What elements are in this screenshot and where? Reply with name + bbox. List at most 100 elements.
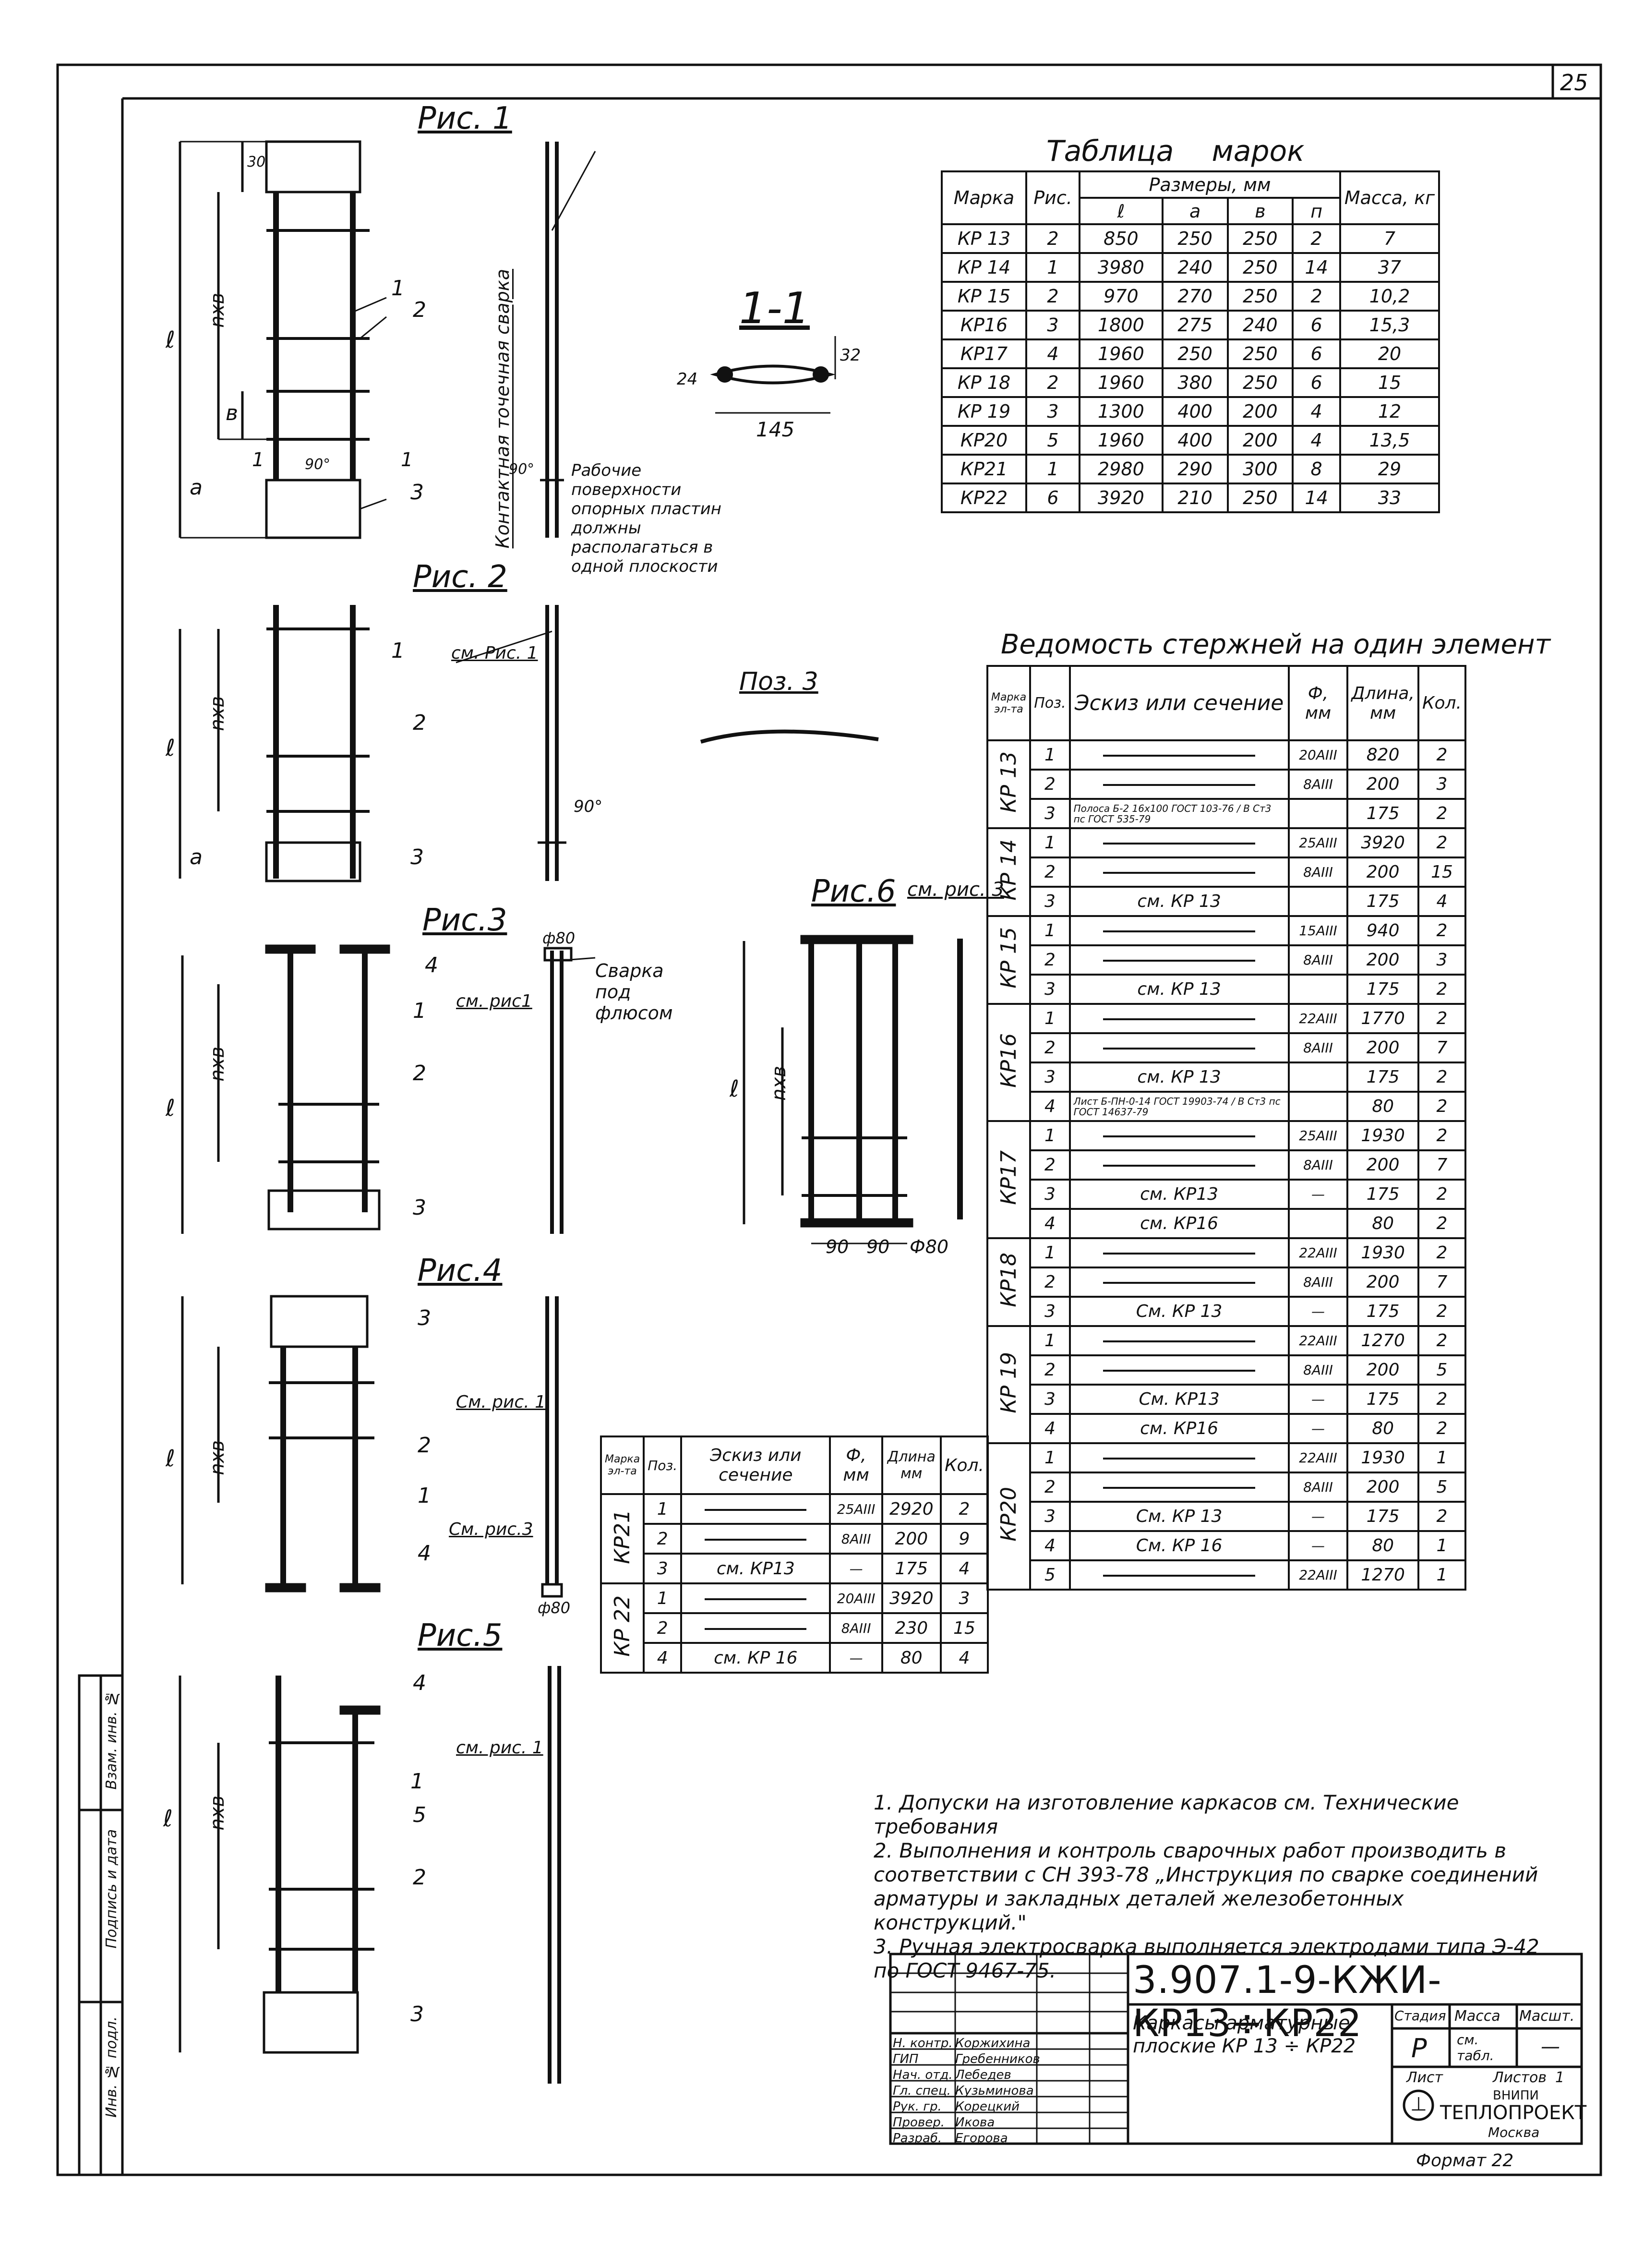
marks-cell-fig: 3 [1025, 310, 1080, 340]
dim-90a-fig6: 90 [826, 1236, 849, 1257]
marks-cell-n: 4 [1292, 425, 1341, 456]
rods-mark-label: КР 14 [996, 839, 1021, 901]
rods2-cell-pos: 2 [643, 1523, 683, 1555]
signer-role: Провер. [893, 2115, 945, 2130]
note-2: 2. Выполнения и контроль сварочных работ… [874, 1839, 1538, 1934]
rods2-col-qty: Кол. [939, 1436, 989, 1495]
rods-cell-qty: 1 [1417, 1559, 1467, 1591]
pos-5-fig5: 5 [413, 1803, 426, 1827]
fig3-frame-drawing [181, 944, 596, 1234]
rod-sketch-line [705, 1538, 807, 1541]
rods-cell-pos: 4 [1029, 1091, 1071, 1122]
mass-label: Масса [1454, 2008, 1500, 2025]
rods-cell-qty: 5 [1417, 1472, 1467, 1503]
rods-cell-sketch [1068, 1003, 1290, 1034]
rods-cell-qty: 2 [1417, 827, 1467, 858]
section-mark-1b: 1 [401, 449, 413, 471]
pos-1-fig2: 1 [391, 639, 405, 663]
marks-cell-mass: 13,5 [1339, 425, 1440, 456]
dim-l-fig1: ℓ [166, 326, 175, 353]
rods-cell-pos: 3 [1029, 798, 1071, 829]
fig2-label: Рис. 2 [413, 559, 507, 595]
rods-cell-qty: 2 [1417, 1296, 1467, 1327]
pos-3-fig1: 3 [410, 480, 424, 505]
rods-cell-sketch [1068, 1354, 1290, 1386]
rods-cell-qty: 4 [1417, 886, 1467, 917]
rods-cell-qty: 2 [1417, 739, 1467, 771]
rods-cell-mark: КР 19 [986, 1325, 1032, 1444]
rods2-cell-len: 200 [881, 1523, 942, 1555]
rods2-cell-sketch: см. КР 16 [680, 1642, 831, 1674]
marks-cell-l: 1960 [1079, 367, 1164, 398]
rods-cell-phi: 8AIII [1287, 1354, 1349, 1386]
rod-sketch-line [1103, 1018, 1255, 1020]
rods2-cell-mark: КР21 [600, 1493, 645, 1584]
signer-role: Гл. спец. [893, 2084, 951, 2098]
signer-role: ГИП [893, 2052, 919, 2066]
signer-name: Егорова [955, 2131, 1008, 2146]
rods-cell-len: 175 [1346, 1062, 1419, 1093]
rods2-col-phi: Ф, мм [829, 1436, 883, 1495]
rod-sketch-line [1103, 1458, 1255, 1460]
dim-l-fig2: ℓ [166, 735, 175, 761]
rods2-cell-pos: 2 [643, 1612, 683, 1644]
rods-cell-qty: 2 [1417, 1003, 1467, 1034]
marks-col-b: в [1226, 197, 1294, 225]
rods-cell-sketch: См. КР 13 [1068, 1296, 1290, 1327]
rods-cell-qty: 2 [1417, 1413, 1467, 1444]
signer-row: Провер.Икова [893, 2115, 1128, 2131]
rod-sketch-line [705, 1508, 807, 1511]
rods-cell-len: 200 [1346, 1267, 1419, 1298]
see-fig1-ref-c: См. рис. 1 [456, 1392, 546, 1412]
rods-cell-len: 200 [1346, 1149, 1419, 1181]
rods-cell-len: 175 [1346, 798, 1419, 829]
marks-cell-mark: КР20 [941, 425, 1027, 456]
rods-mark-label: КР17 [996, 1150, 1021, 1205]
rods-cell-sketch [1068, 769, 1290, 800]
rods2-cell-phi: — [829, 1553, 883, 1584]
dim-phi80-fig3: ф80 [542, 929, 576, 947]
rods-cell-len: 1930 [1346, 1237, 1419, 1268]
rods-cell-qty: 3 [1417, 769, 1467, 800]
signer-name: Лебедев [955, 2068, 1011, 2082]
rods-cell-len: 200 [1346, 1354, 1419, 1386]
fig3-label: Рис.3 [422, 903, 507, 938]
dim-30-fig1: 30 [247, 154, 266, 170]
rods-cell-qty: 7 [1417, 1267, 1467, 1298]
rods-cell-len: 80 [1346, 1413, 1419, 1444]
side-stamp-replace: Взам. инв. № [103, 1690, 120, 1790]
rod-sketch-line [1103, 1487, 1255, 1489]
section-label: 1-1 [739, 283, 810, 334]
rods-cell-len: 80 [1346, 1091, 1419, 1122]
rods-mark-label: КР 13 [996, 751, 1021, 813]
rods-cell-pos: 2 [1029, 1267, 1071, 1298]
dim-b-fig1: в [226, 401, 238, 425]
rods-cell-sketch: см. КР16 [1068, 1208, 1290, 1239]
rods-cell-len: 200 [1346, 769, 1419, 800]
rods-cell-phi: 22AIII [1287, 1559, 1349, 1591]
rods2-cell-qty: 2 [939, 1493, 989, 1525]
rods-cell-sketch [1068, 1325, 1290, 1356]
marks-cell-b: 250 [1226, 223, 1294, 254]
sheet-number: 25 [1560, 70, 1588, 96]
rods-cell-phi: 22AIII [1287, 1237, 1349, 1268]
dim-nxb-fig6: nхв [768, 1066, 790, 1101]
signer-role: Разраб. [893, 2131, 942, 2146]
org-logo-icon: ⊥ [1410, 2093, 1427, 2115]
rods2-cell-len: 3920 [881, 1582, 942, 1614]
dim-145: 145 [756, 418, 795, 441]
pos-2-fig2: 2 [413, 711, 426, 735]
marks-cell-a: 250 [1161, 223, 1229, 254]
rods-cell-phi: — [1287, 1501, 1349, 1532]
rods-cell-qty: 2 [1417, 1091, 1467, 1122]
